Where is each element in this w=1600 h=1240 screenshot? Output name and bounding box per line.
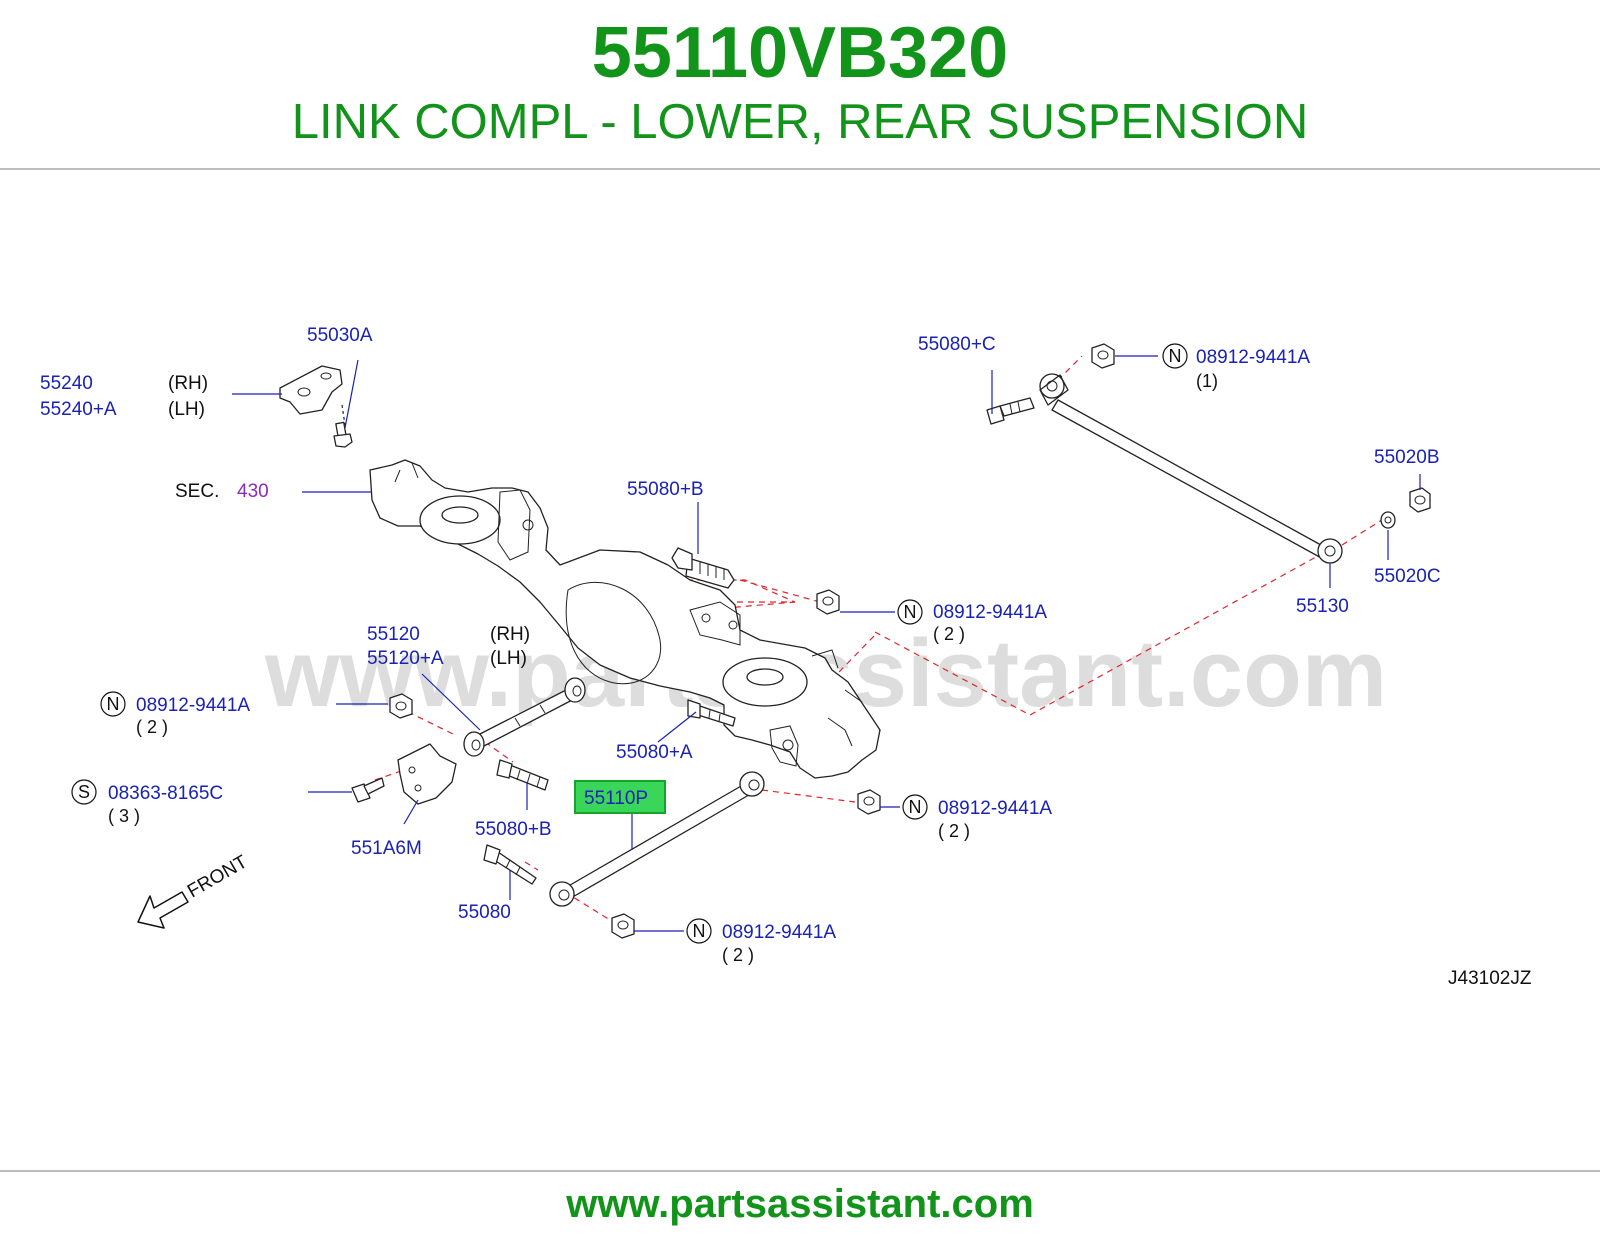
side-label-rh-1: (RH) [168, 373, 208, 394]
callout-55120A[interactable]: 55120+A [367, 648, 444, 669]
n-circle-mid [897, 599, 923, 625]
callout-n-bottom[interactable]: 08912-9441A [722, 922, 836, 943]
footer-divider [0, 1170, 1600, 1172]
bolt-55080A [687, 699, 736, 727]
front-arrow-icon [137, 891, 189, 929]
bolt-55080B-lower [496, 759, 549, 791]
highlight-box-55110P [574, 780, 666, 814]
link-55120 [463, 677, 586, 757]
nut-top-right [1091, 343, 1115, 369]
nut-mid [816, 589, 840, 615]
part-number-title: 55110VB320 [591, 13, 1009, 93]
qty-mid: ( 2 ) [933, 624, 965, 644]
callout-n-mid[interactable]: 08912-9441A [933, 602, 1047, 623]
bushing-55020 [1380, 487, 1431, 529]
link-55130 [1039, 373, 1343, 564]
front-label: FRONT [184, 851, 252, 902]
callout-55130[interactable]: 55130 [1296, 596, 1349, 617]
qty-bottom: ( 2 ) [722, 945, 754, 965]
axle-housing [369, 459, 881, 779]
bolt-55080 [483, 844, 537, 885]
callout-55110P[interactable]: 55110P [584, 788, 648, 809]
header-divider [0, 168, 1600, 170]
nut-bottom [611, 913, 635, 939]
bracket-551A6M [397, 743, 457, 805]
sec-label: SEC. [175, 481, 219, 502]
callout-08363[interactable]: 08363-8165C [108, 783, 223, 804]
n-circle-top-right [1162, 343, 1188, 369]
callout-n-right-low[interactable]: 08912-9441A [938, 798, 1052, 819]
callout-55030A[interactable]: 55030A [307, 325, 373, 346]
bracket-55240 [279, 365, 353, 448]
n-letter-mid: N [904, 602, 917, 622]
bolt-55080B-upper [671, 547, 735, 589]
nut-left [389, 693, 413, 719]
leader-lines [232, 355, 1421, 932]
callout-55120[interactable]: 55120 [367, 624, 420, 645]
s-circle [71, 779, 97, 805]
side-label-rh-2: (RH) [490, 624, 530, 645]
n-letter-top-right: N [1169, 346, 1182, 366]
callout-55080B-low[interactable]: 55080+B [475, 819, 552, 840]
link-55110P [549, 771, 765, 907]
callout-55080C[interactable]: 55080+C [918, 334, 996, 355]
sec-number-430[interactable]: 430 [237, 481, 269, 502]
n-circle-left [100, 691, 126, 717]
parts-diagram: www.partsassistant.com [0, 170, 1600, 1170]
callout-55020B[interactable]: 55020B [1374, 447, 1440, 468]
callout-55080[interactable]: 55080 [458, 902, 511, 923]
callout-55080B-top[interactable]: 55080+B [627, 479, 704, 500]
qty-left: ( 2 ) [136, 717, 168, 737]
callout-55240[interactable]: 55240 [40, 373, 93, 394]
side-label-lh-2: (LH) [490, 648, 527, 669]
callout-n-top-right[interactable]: 08912-9441A [1196, 347, 1310, 368]
part-description: LINK COMPL - LOWER, REAR SUSPENSION [291, 95, 1309, 149]
bolt-55080C [986, 397, 1035, 425]
callout-n-left[interactable]: 08912-9441A [136, 695, 250, 716]
qty-s-bolt: ( 3 ) [108, 806, 140, 826]
nut-right-low [857, 789, 881, 815]
page-header: 55110VB320 LINK COMPL - LOWER, REAR SUSP… [0, 0, 1600, 168]
callout-55020C[interactable]: 55020C [1374, 566, 1441, 587]
footer-url[interactable]: www.partsassistant.com [566, 1182, 1034, 1226]
diagram-code: J43102JZ [1448, 968, 1532, 989]
callout-55080A[interactable]: 55080+A [616, 742, 693, 763]
bolt-08363 [351, 777, 385, 803]
callout-551A6M[interactable]: 551A6M [351, 838, 422, 859]
n-letter-bottom: N [693, 921, 706, 941]
qty-top-right: (1) [1196, 371, 1218, 391]
qty-right-low: ( 2 ) [938, 821, 970, 841]
n-circle-right-low [902, 794, 928, 820]
callout-55240A[interactable]: 55240+A [40, 399, 117, 420]
n-letter-right-low: N [909, 797, 922, 817]
n-letter-left: N [107, 694, 120, 714]
n-circle-bottom [686, 918, 712, 944]
s-letter: S [78, 782, 90, 802]
side-label-lh-1: (LH) [168, 399, 205, 420]
